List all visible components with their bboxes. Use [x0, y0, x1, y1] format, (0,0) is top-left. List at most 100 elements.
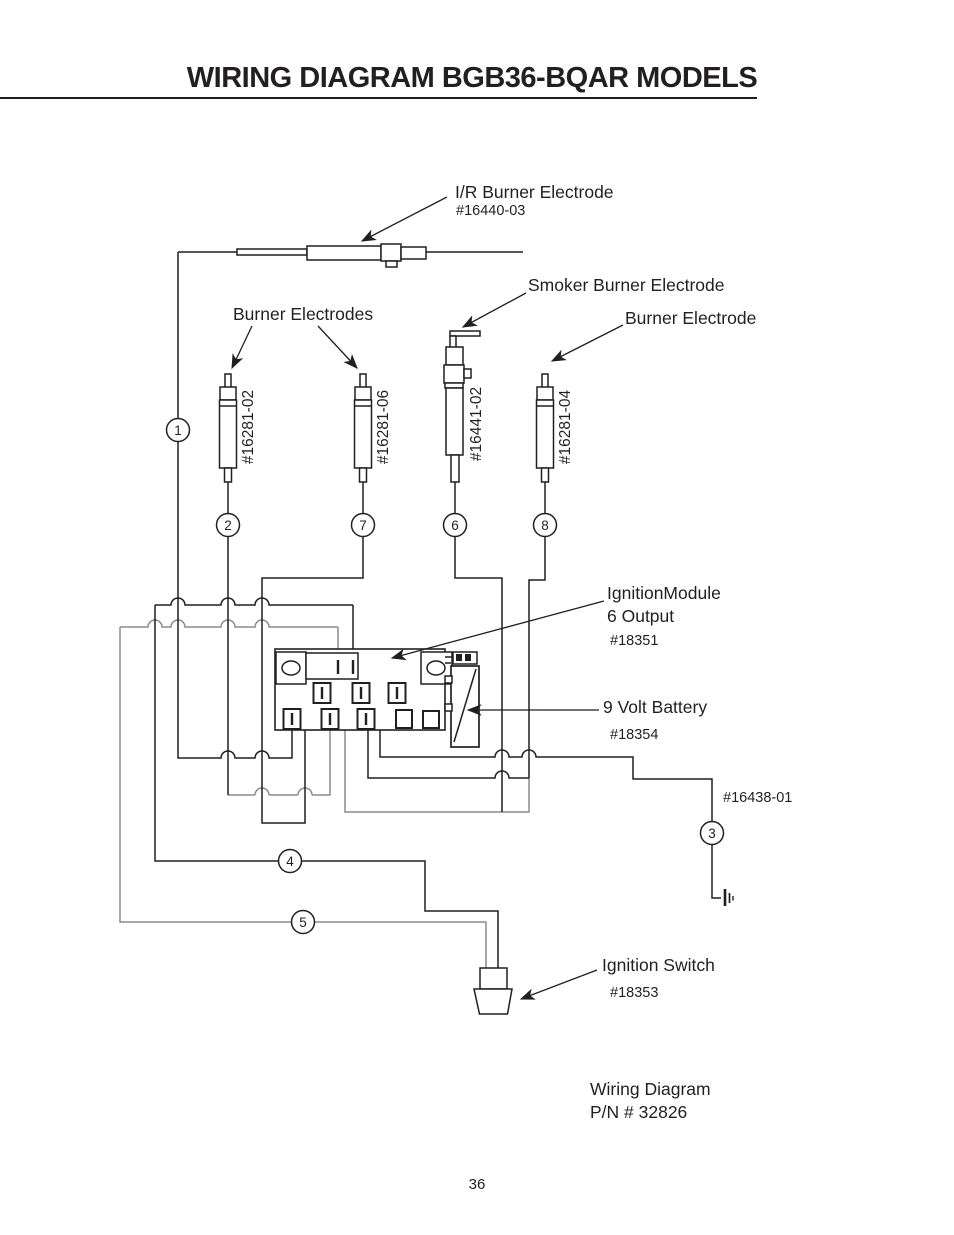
- terminal-circle-3: 3: [699, 820, 725, 846]
- terminal-circle-5: 5: [290, 909, 316, 935]
- wire-circle3-to-ground: [711, 845, 721, 899]
- label-electrode-2-part: #16281-06: [375, 390, 392, 464]
- electrode-4: [535, 373, 555, 514]
- electrode-4-pin: [540, 467, 550, 483]
- page-title: WIRING DIAGRAM BGB36-BQAR MODELS: [186, 62, 758, 94]
- terminal-number: 4: [286, 854, 294, 869]
- diagram-labels: I/R Burner Electrode #16440-03 Smoker Bu…: [233, 182, 792, 1001]
- ground-symbol: [723, 889, 734, 906]
- label-burner-electrodes: Burner Electrodes: [233, 304, 373, 324]
- terminal-number: 3: [708, 826, 716, 841]
- electrode-2-tip: [359, 373, 367, 389]
- electrode-3-upper: [445, 346, 464, 366]
- terminal-circle: [532, 512, 558, 538]
- label-harness-part: #16438-01: [723, 790, 792, 806]
- wire-795-run: [228, 729, 331, 796]
- module-terminal-l5: [422, 710, 440, 729]
- switch-cap: [479, 967, 508, 990]
- electrode-1-body: [218, 399, 238, 469]
- module-top-block: [305, 652, 359, 680]
- wire-778-run: [367, 729, 529, 779]
- electrode-2-body: [353, 399, 373, 469]
- wire-bus1: [155, 597, 353, 606]
- label-burner-electrode: Burner Electrode: [625, 308, 756, 328]
- label-ir-electrode: I/R Burner Electrode: [455, 182, 614, 202]
- ignition-switch: [473, 967, 513, 1015]
- footer-part-number: Wiring Diagram P/N # 32826: [590, 1078, 711, 1124]
- battery-clip-leads: [445, 656, 453, 664]
- electrode-3-arm: [449, 330, 481, 337]
- module-left-hole: [281, 660, 301, 676]
- electrode-3-block: [443, 364, 465, 384]
- terminal-circle: [699, 820, 725, 846]
- arrow-ir-electrode: [360, 196, 448, 242]
- arrow-smoker-electrode: [461, 292, 527, 328]
- arrow-ignition-module: [390, 600, 605, 661]
- module-terminal-l4: [395, 709, 413, 729]
- electrode-4-tip: [541, 373, 549, 389]
- wire-circle1-to-module: [177, 441, 293, 759]
- footer-line-2: P/N # 32826: [590, 1102, 688, 1122]
- terminal-circle: [165, 417, 191, 443]
- terminal-circle: [350, 512, 376, 538]
- battery-nub-1: [444, 675, 453, 684]
- electrode-3-riser: [449, 335, 457, 349]
- wire-circle6: [454, 536, 503, 812]
- battery-diagonal: [453, 668, 477, 743]
- label-battery-part: #18354: [610, 727, 658, 743]
- ir-electrode-assembly: [178, 243, 523, 268]
- ignition-module: [274, 648, 453, 731]
- electrode-2-cap: [354, 386, 372, 401]
- terminal-number: 7: [359, 518, 367, 533]
- wire-bus2: [120, 619, 338, 628]
- label-ignition-switch-part: #18353: [610, 985, 658, 1001]
- electrode-2: [353, 373, 373, 514]
- page-number: 36: [468, 1176, 486, 1193]
- terminal-circle-4: 4: [277, 848, 303, 874]
- electrode-3-body: [445, 387, 464, 456]
- ir-cap: [400, 246, 427, 260]
- label-smoker-electrode: Smoker Burner Electrode: [528, 275, 724, 295]
- terminal-number: 1: [174, 423, 182, 438]
- wire-black-runs: [154, 252, 721, 968]
- electrode-1: [218, 373, 238, 514]
- label-battery: 9 Volt Battery: [603, 697, 707, 717]
- arrow-burner-electrodes-right: [317, 325, 358, 369]
- electrode-4-cap: [536, 386, 554, 401]
- terminal-circle: [442, 512, 468, 538]
- label-ignition-switch: Ignition Switch: [602, 955, 715, 975]
- ir-ceramic-rod: [236, 248, 308, 256]
- module-right-hole: [426, 660, 446, 676]
- terminal-number: 5: [299, 915, 307, 930]
- ir-connector-tab: [385, 260, 398, 268]
- label-electrode-4-part: #16281-04: [557, 390, 574, 465]
- wire-harness-to-circle3: [379, 729, 713, 821]
- electrode-3-nub: [463, 368, 472, 379]
- title-underline: [0, 97, 757, 99]
- electrode-3-rod: [450, 454, 460, 483]
- wire-circle7: [261, 536, 364, 824]
- wire-812-run: [344, 729, 530, 813]
- terminal-circle-2: 2: [215, 512, 241, 538]
- terminal-circle: [290, 909, 316, 935]
- electrode-4-body: [535, 399, 555, 469]
- terminal-circle: [215, 512, 241, 538]
- label-ignition-module-2: 6 Output: [607, 606, 674, 626]
- wire-circle4-run: [154, 605, 499, 968]
- terminal-circle-1: 1: [165, 417, 191, 443]
- terminal-circle-7: 7: [350, 512, 376, 538]
- electrode-2-pin: [358, 467, 368, 483]
- electrode-3-smoker: [443, 330, 481, 514]
- arrow-burner-electrodes-left: [231, 325, 253, 370]
- battery-nub-2: [444, 703, 453, 712]
- electrode-1-pin: [223, 467, 233, 483]
- label-ignition-module-part: #18351: [610, 633, 658, 649]
- electrode-1-cap: [219, 386, 237, 401]
- electrode-1-tip: [224, 373, 232, 389]
- terminal-circle: [277, 848, 303, 874]
- terminal-number: 2: [224, 518, 232, 533]
- ir-connector: [380, 243, 402, 262]
- ir-body: [306, 245, 382, 261]
- switch-base: [473, 988, 513, 1015]
